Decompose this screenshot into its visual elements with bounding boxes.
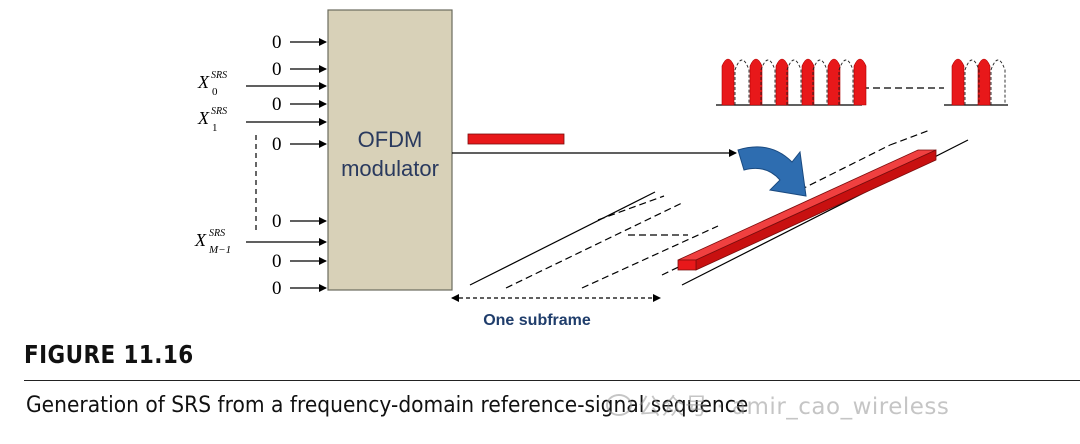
modulator-label-line2: modulator bbox=[341, 156, 439, 181]
zero-input-label: 0 bbox=[272, 59, 282, 80]
figure-divider bbox=[24, 380, 1080, 381]
x-subscript: M−1 bbox=[208, 244, 231, 256]
x-symbol: X bbox=[194, 230, 207, 250]
watermark: 公众号 · amir_cao_wireless bbox=[606, 387, 949, 421]
watermark-text: 公众号 · amir_cao_wireless bbox=[638, 394, 950, 420]
srs-input-xm1: X SRS M−1 bbox=[194, 228, 327, 256]
zero-input-label: 0 bbox=[272, 211, 282, 232]
srs-time-signal-bar bbox=[467, 133, 565, 145]
input-zero-arrows: 0 0 0 0 0 0 0 bbox=[272, 32, 327, 299]
srs-input-x0: X SRS 0 bbox=[197, 70, 327, 98]
subframe-label: One subframe bbox=[483, 312, 591, 329]
srs-superscript: SRS bbox=[209, 228, 225, 239]
srs-superscript: SRS bbox=[211, 70, 227, 81]
comb-spectrum bbox=[716, 58, 1008, 106]
comb-tones bbox=[721, 58, 991, 106]
rotate-arrow-icon bbox=[737, 146, 807, 197]
ofdm-modulator-box bbox=[327, 9, 453, 291]
x-subscript: 0 bbox=[212, 86, 218, 98]
srs-input-x1: X SRS 1 bbox=[197, 106, 327, 134]
zero-input-label: 0 bbox=[272, 94, 282, 115]
chat-bubble-icon bbox=[606, 394, 632, 416]
figure-label: FIGURE 11.16 bbox=[24, 340, 194, 369]
srs-superscript: SRS bbox=[211, 106, 227, 117]
x-symbol: X bbox=[197, 108, 210, 128]
zero-input-label: 0 bbox=[272, 278, 282, 299]
zero-input-label: 0 bbox=[272, 134, 282, 155]
time-frequency-grid bbox=[469, 129, 969, 289]
zero-input-label: 0 bbox=[272, 251, 282, 272]
srs-resource-bar bbox=[677, 149, 937, 271]
comb-dashed-outlines bbox=[734, 59, 1006, 105]
modulator-label-line1: OFDM bbox=[358, 127, 423, 152]
zero-input-label: 0 bbox=[272, 32, 282, 53]
x-subscript: 1 bbox=[212, 122, 218, 134]
x-symbol: X bbox=[197, 72, 210, 92]
